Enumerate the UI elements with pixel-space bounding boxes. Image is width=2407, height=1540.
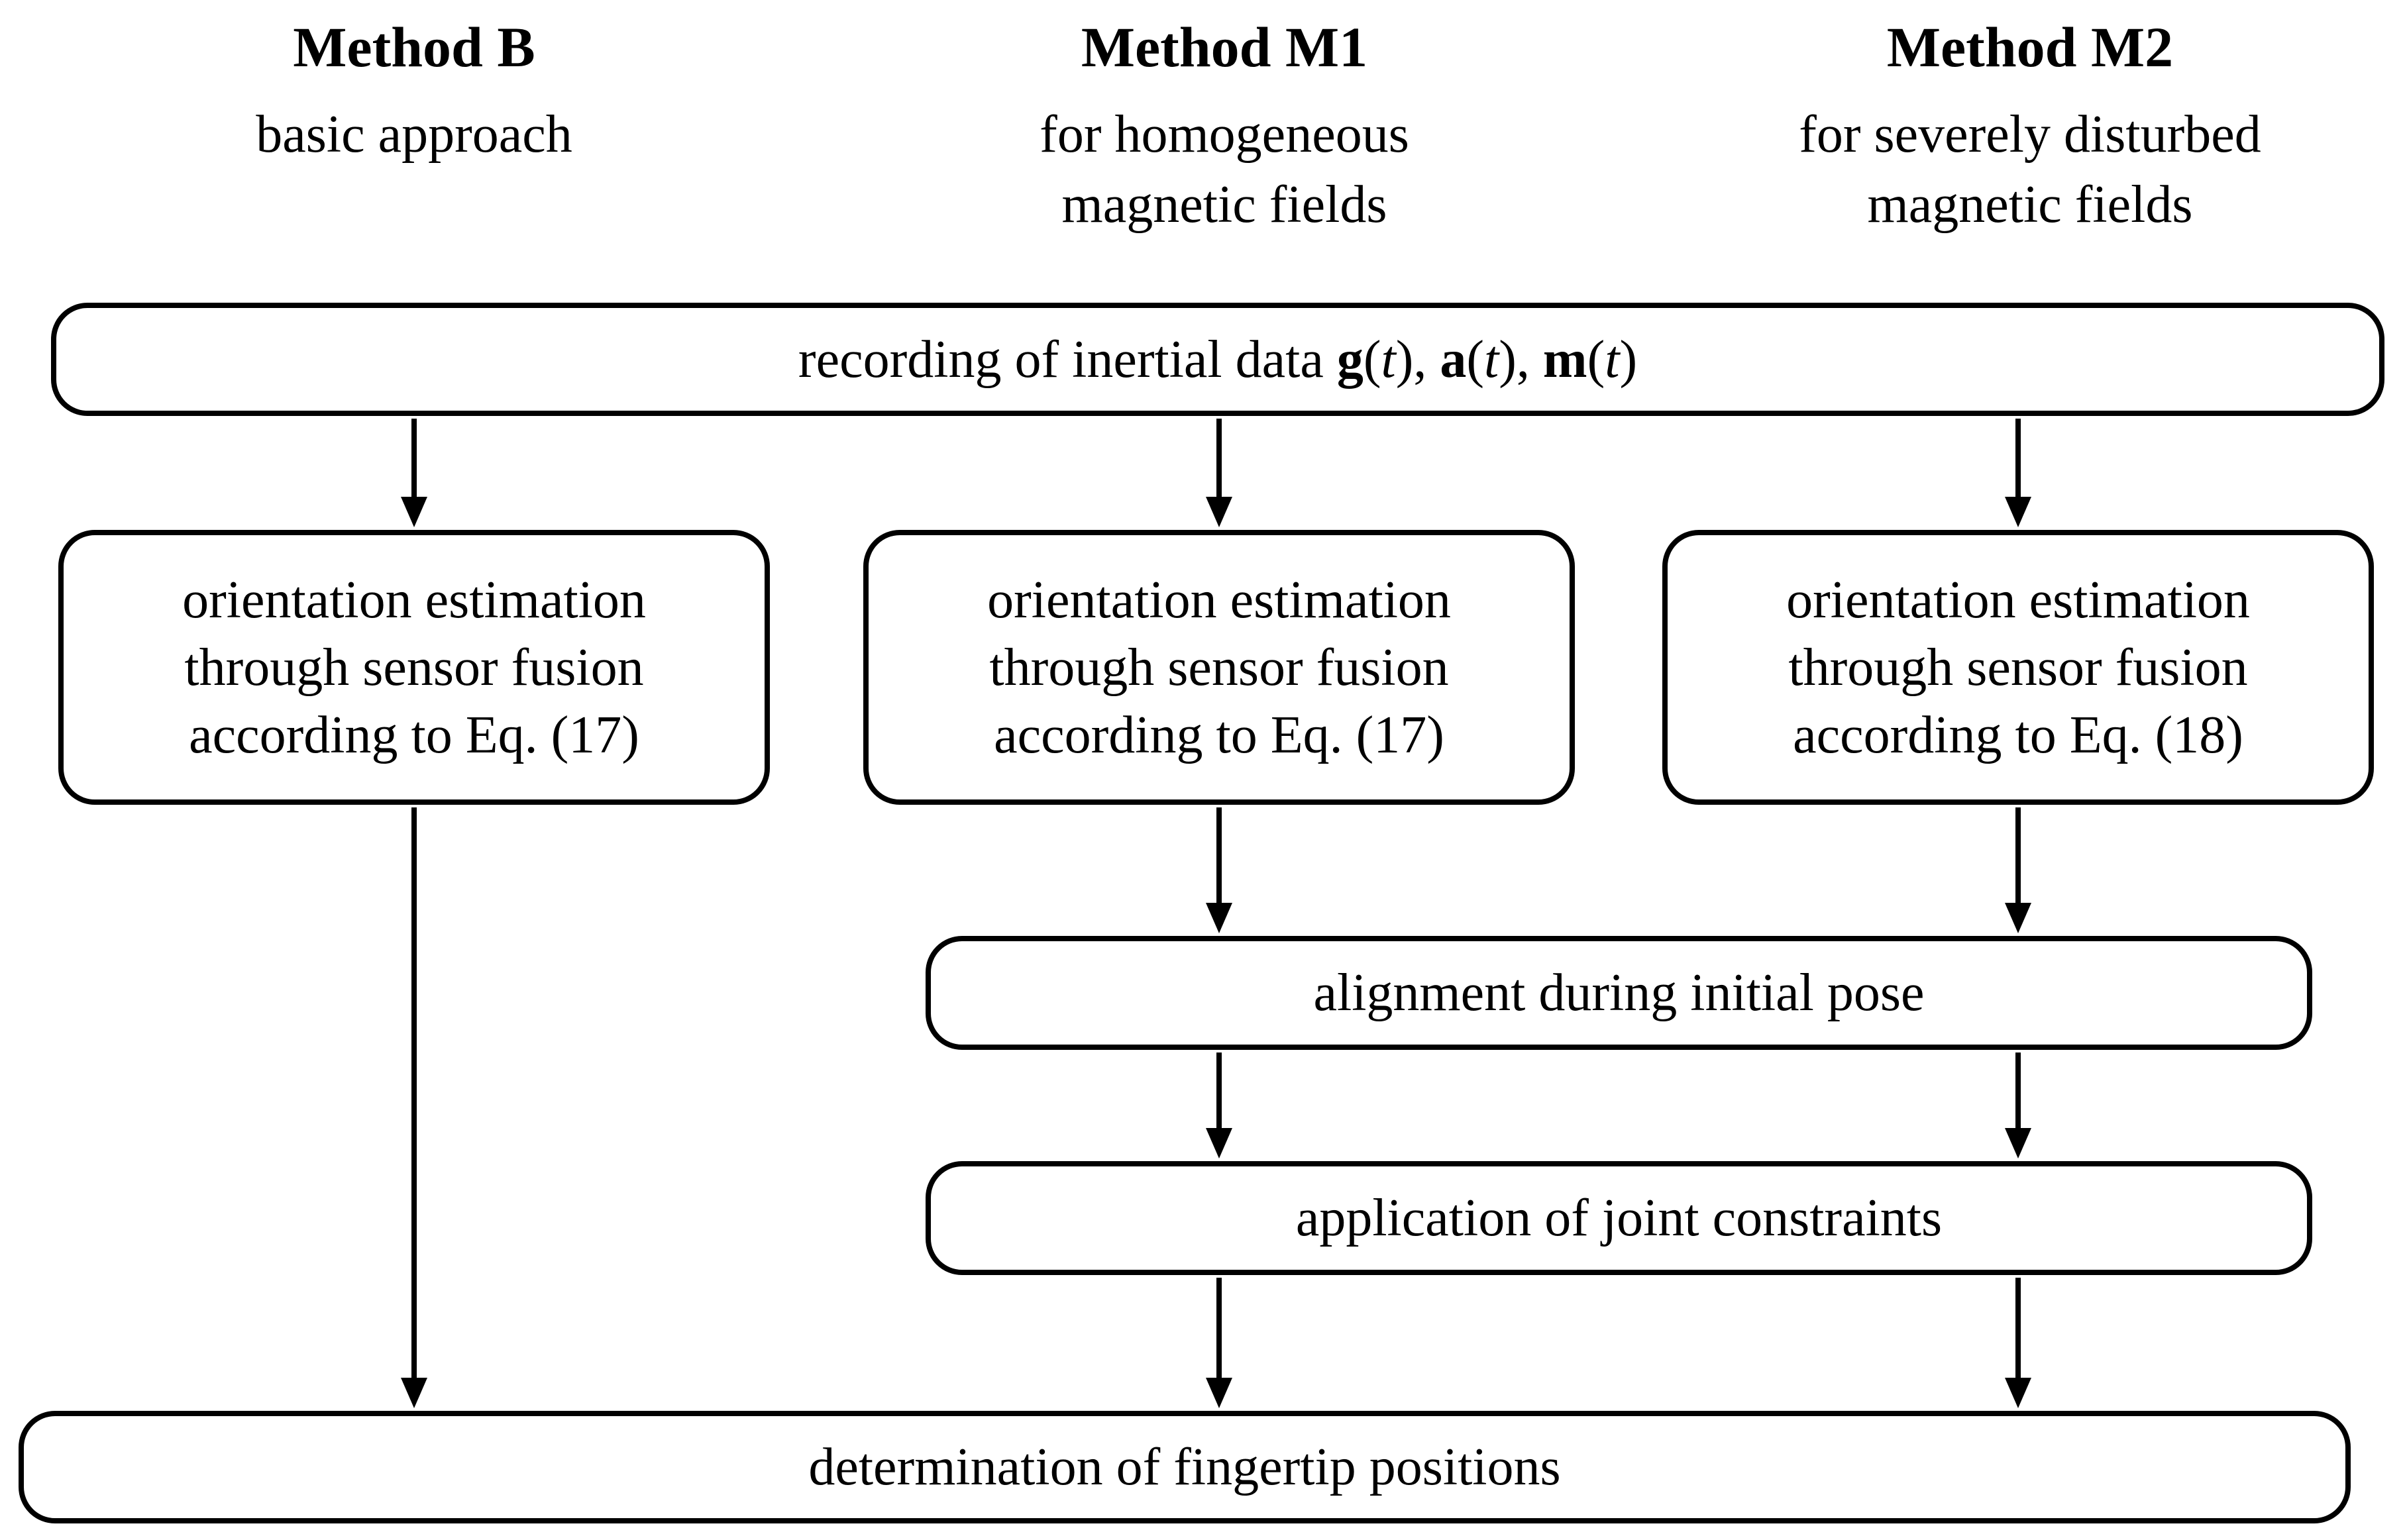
arrow-recording-to-orientation-m1 (1206, 419, 1232, 527)
subtitle-line: for severely disturbed (1799, 105, 2261, 164)
orientation-box-b-line: orientation estimation (182, 570, 646, 629)
orientation-box-b: orientation estimation through sensor fu… (58, 530, 770, 805)
math-t: t (1381, 330, 1396, 389)
arrow-constraints-to-fingertip-m1 (1206, 1278, 1232, 1408)
separator: , (1516, 330, 1543, 389)
column-header-method-m1: Method M1 for homogeneous magnetic field… (822, 12, 1627, 240)
alignment-box: alignment during initial pose (926, 936, 2312, 1050)
paren: ) (1619, 330, 1638, 389)
orientation-box-m1-line: according to Eq. (17) (994, 705, 1444, 764)
orientation-box-b-line: according to Eq. (17) (189, 705, 639, 764)
column-title-method-m2: Method M2 (1886, 15, 2174, 79)
math-g: g (1336, 330, 1364, 389)
recording-box-label: recording of inertial data g(t), a(t), m… (798, 326, 1637, 393)
constraints-box-label: application of joint constraints (1295, 1189, 1943, 1247)
recording-box: recording of inertial data g(t), a(t), m… (51, 303, 2384, 416)
arrow-constraints-to-fingertip-m2 (2005, 1278, 2031, 1408)
orientation-box-m1: orientation estimation through sensor fu… (863, 530, 1575, 805)
column-title-method-b: Method B (293, 15, 535, 79)
orientation-box-m2-line: orientation estimation (1786, 570, 2250, 629)
separator: , (1413, 330, 1440, 389)
orientation-box-m2: orientation estimation through sensor fu… (1662, 530, 2374, 805)
arrow-alignment-to-constraints-m2 (2005, 1052, 2031, 1158)
column-subtitle-method-m2: for severely disturbed magnetic fields (1627, 99, 2407, 240)
subtitle-line: basic approach (256, 105, 572, 164)
paren: ) (1395, 330, 1414, 389)
column-header-method-m2: Method M2 for severely disturbed magneti… (1627, 12, 2407, 240)
subtitle-line: magnetic fields (1867, 176, 2193, 234)
orientation-box-m2-line: through sensor fusion (1788, 638, 2248, 697)
fingertip-box-label: determination of fingertip positions (808, 1438, 1561, 1496)
orientation-box-b-line: through sensor fusion (184, 638, 644, 697)
subtitle-line: for homogeneous (1040, 105, 1409, 164)
arrow-orientation-m2-to-alignment (2005, 807, 2031, 933)
column-subtitle-method-m1: for homogeneous magnetic fields (822, 99, 1627, 240)
paren: ( (1363, 330, 1381, 389)
alignment-box-label: alignment during initial pose (1313, 964, 1925, 1022)
recording-text: recording of inertial data (798, 330, 1337, 389)
orientation-box-m1-line: orientation estimation (987, 570, 1451, 629)
math-m: m (1542, 330, 1587, 389)
arrow-orientation-m1-to-alignment (1206, 807, 1232, 933)
math-t: t (1484, 330, 1499, 389)
constraints-box: application of joint constraints (926, 1161, 2312, 1275)
orientation-box-m2-line: according to Eq. (18) (1793, 705, 2243, 764)
column-header-method-b: Method B basic approach (83, 12, 745, 170)
fingertip-box: determination of fingertip positions (19, 1411, 2351, 1523)
orientation-box-m1-line: through sensor fusion (989, 638, 1449, 697)
subtitle-line: magnetic fields (1061, 176, 1387, 234)
column-subtitle-method-b: basic approach (83, 99, 745, 170)
arrow-recording-to-orientation-m2 (2005, 419, 2031, 527)
arrow-alignment-to-constraints-m1 (1206, 1052, 1232, 1158)
math-a: a (1440, 330, 1467, 389)
arrow-recording-to-orientation-b (401, 419, 427, 527)
arrow-orientation-b-to-fingertip (401, 807, 427, 1408)
paren: ( (1466, 330, 1485, 389)
column-title-method-m1: Method M1 (1081, 15, 1368, 79)
paren: ( (1587, 330, 1605, 389)
math-t: t (1605, 330, 1620, 389)
paren: ) (1499, 330, 1517, 389)
